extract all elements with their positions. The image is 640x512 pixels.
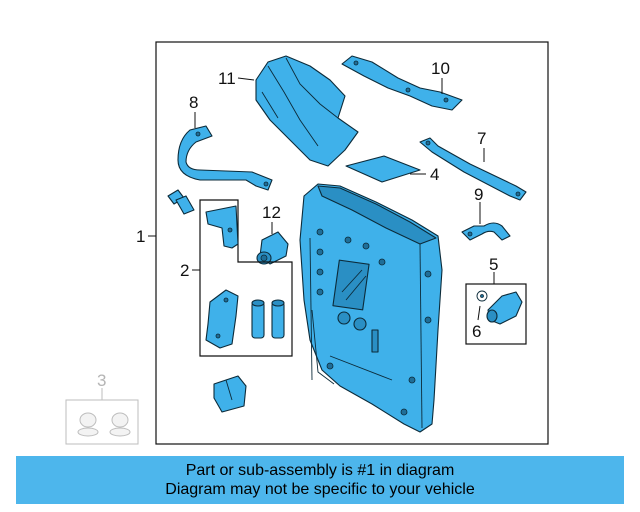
part-1-housing[interactable] [299,183,443,433]
callout-4: 4 [430,165,439,184]
callout-12: 12 [262,203,281,222]
callout-3: 3 [97,371,106,390]
part-10-plate[interactable] [341,55,463,111]
callout-1: 1 [136,227,145,246]
part-4-pad[interactable] [345,155,421,183]
callout-10: 10 [431,59,450,78]
callout-8: 8 [189,93,198,112]
callout-9: 9 [474,185,483,204]
callout-7: 7 [477,129,486,148]
part-2-kit[interactable] [199,199,293,357]
callout-11: 11 [218,69,236,88]
bolt[interactable] [167,189,195,215]
info-banner: Part or sub-assembly is #1 in diagram Di… [16,456,624,504]
part-7-strap[interactable] [419,137,527,201]
parts-diagram: 1 2 3 4 5 6 7 8 9 10 11 12 [65,41,549,445]
callout-2: 2 [180,261,189,280]
leader-lines [148,77,495,321]
banner-line-1: Part or sub-assembly is #1 in diagram [185,462,455,479]
diagram-frame [155,41,549,445]
callout-5: 5 [489,255,498,274]
callout-6: 6 [472,322,481,341]
part-3-grommets [65,388,139,445]
small-block[interactable] [213,375,247,413]
part-12-connector[interactable] [256,231,289,265]
part-11-cover[interactable] [255,55,359,167]
part-5-sensor-kit[interactable] [465,283,527,345]
part-8-tube-bracket[interactable] [177,125,273,191]
part-9-pipe[interactable] [461,222,511,241]
banner-line-2: Diagram may not be specific to your vehi… [165,481,475,498]
